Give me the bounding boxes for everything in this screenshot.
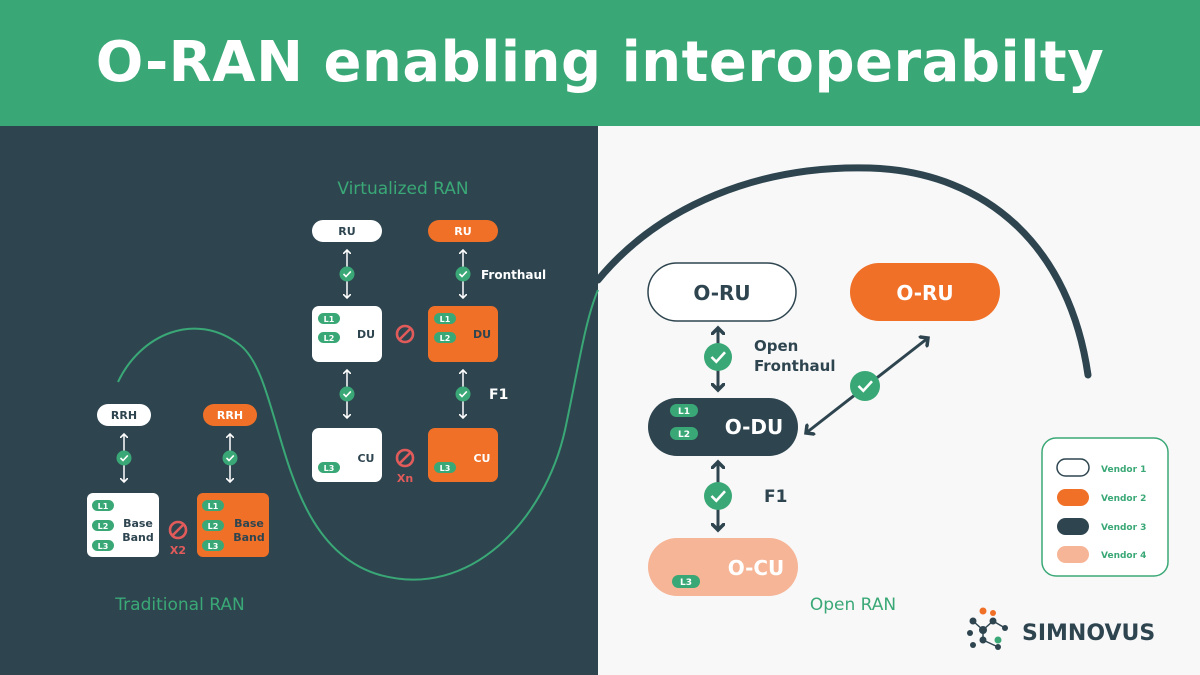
check-icon xyxy=(222,450,238,466)
ru-vendor2 xyxy=(428,220,498,242)
check-icon xyxy=(342,390,352,398)
ru-vendor1 xyxy=(312,220,382,242)
layer-l2-label: L2 xyxy=(324,334,335,343)
vendor-legend: Vendor 1 Vendor 2 Vendor 3 Vendor 4 xyxy=(1041,437,1169,577)
ru-vendor1-label: RU xyxy=(338,225,355,238)
layer-l3-label: L3 xyxy=(98,542,109,551)
header-bar xyxy=(0,0,1200,126)
baseband-vendor1-line1: Base xyxy=(123,517,153,530)
layer-l3-label: L3 xyxy=(324,464,335,473)
du-vendor2-label: DU xyxy=(473,328,491,341)
rrh-vendor2 xyxy=(203,404,257,426)
layer-l2-label: L2 xyxy=(678,430,690,440)
layer-l3-label: L3 xyxy=(208,542,219,551)
odu-vendor3-label: O-DU xyxy=(725,415,784,439)
check-icon xyxy=(119,454,129,462)
traditional-ran-caption: Traditional RAN xyxy=(114,595,244,615)
left-panel xyxy=(0,126,598,675)
open-fronthaul-label-line2: Fronthaul xyxy=(754,357,835,375)
rrh-vendor1 xyxy=(97,404,151,426)
layer-l3-label: L3 xyxy=(440,464,451,473)
check-icon xyxy=(710,351,726,364)
check-icon xyxy=(458,270,468,278)
ocu-vendor4-label: O-CU xyxy=(728,556,785,580)
cu-vendor1-label: CU xyxy=(357,452,374,465)
virtualized-ran-caption: Virtualized RAN xyxy=(337,179,468,199)
legend-label-vendor4: Vendor 4 xyxy=(1101,551,1146,561)
check-icon xyxy=(225,454,235,462)
layer-l2-label: L2 xyxy=(98,522,109,531)
cu-vendor2-label: CU xyxy=(473,452,490,465)
legend-label-vendor2: Vendor 2 xyxy=(1101,494,1146,504)
ru-vendor2-label: RU xyxy=(454,225,471,238)
brand-name: SIMNOVUS xyxy=(1022,621,1155,646)
check-icon xyxy=(455,266,471,282)
open-ran-caption: Open RAN xyxy=(810,595,896,615)
check-icon xyxy=(704,482,732,510)
check-icon xyxy=(850,371,880,401)
rrh-vendor1-label: RRH xyxy=(111,409,137,422)
check-icon xyxy=(704,343,732,371)
du-vendor1-label: DU xyxy=(357,328,375,341)
blocked-icon xyxy=(168,520,188,540)
blocked-icon xyxy=(395,324,415,344)
oru-vendor1 xyxy=(647,262,797,322)
f1-label-open: F1 xyxy=(764,487,787,507)
check-icon xyxy=(857,380,873,393)
legend-swatch-vendor1 xyxy=(1056,458,1090,477)
dark-arc-curve xyxy=(594,164,1092,379)
logo-icon xyxy=(967,607,1008,650)
layer-l1-label: L1 xyxy=(98,502,109,511)
page-title: O-RAN enabling interoperabilty xyxy=(95,30,1105,95)
layer-l3-label: L3 xyxy=(680,578,692,588)
x2-interface-label: X2 xyxy=(170,544,186,557)
check-icon xyxy=(342,270,352,278)
legend-swatch-vendor2 xyxy=(1057,489,1089,506)
baseband-vendor1-line2: Band xyxy=(122,531,154,544)
open-ran: O-RU O-RU Open Fronthaul L1 L2 O-DU F1 L… xyxy=(647,262,1000,615)
check-icon xyxy=(116,450,132,466)
fronthaul-label: Fronthaul xyxy=(481,268,546,282)
rrh-vendor2-label: RRH xyxy=(217,409,243,422)
layer-l2-label: L2 xyxy=(208,522,219,531)
legend-swatch-vendor4 xyxy=(1057,546,1089,563)
layer-l2-label: L2 xyxy=(440,334,451,343)
legend-label-vendor3: Vendor 3 xyxy=(1101,523,1146,533)
layer-l1-label: L1 xyxy=(678,407,690,417)
green-wave-curve xyxy=(117,289,599,581)
check-icon xyxy=(710,490,726,503)
traditional-ran: RRH RRH L1 L2 L3 Base Band L1 L2 L3 Base… xyxy=(87,404,269,615)
legend-swatch-vendor3 xyxy=(1057,518,1089,535)
check-icon xyxy=(339,386,355,402)
oru-vendor1-label: O-RU xyxy=(693,281,750,305)
check-icon xyxy=(339,266,355,282)
check-icon xyxy=(458,390,468,398)
simnovus-logo: SIMNOVUS xyxy=(967,607,1155,650)
virtualized-ran: Virtualized RAN RU RU Fronthaul L1 L2 DU… xyxy=(312,179,546,485)
oru-vendor2-label: O-RU xyxy=(896,281,953,305)
layer-l1-label: L1 xyxy=(324,315,335,324)
open-fronthaul-label-line1: Open xyxy=(754,337,798,355)
check-icon xyxy=(455,386,471,402)
layer-l1-label: L1 xyxy=(440,315,451,324)
f1-label-vran: F1 xyxy=(489,387,508,403)
baseband-vendor2-line2: Band xyxy=(233,531,265,544)
legend-label-vendor1: Vendor 1 xyxy=(1101,465,1146,475)
xn-interface-label: Xn xyxy=(397,472,413,485)
blocked-icon xyxy=(395,448,415,468)
oru-vendor2 xyxy=(850,263,1000,321)
layer-l1-label: L1 xyxy=(208,502,219,511)
baseband-vendor2-line1: Base xyxy=(234,517,264,530)
